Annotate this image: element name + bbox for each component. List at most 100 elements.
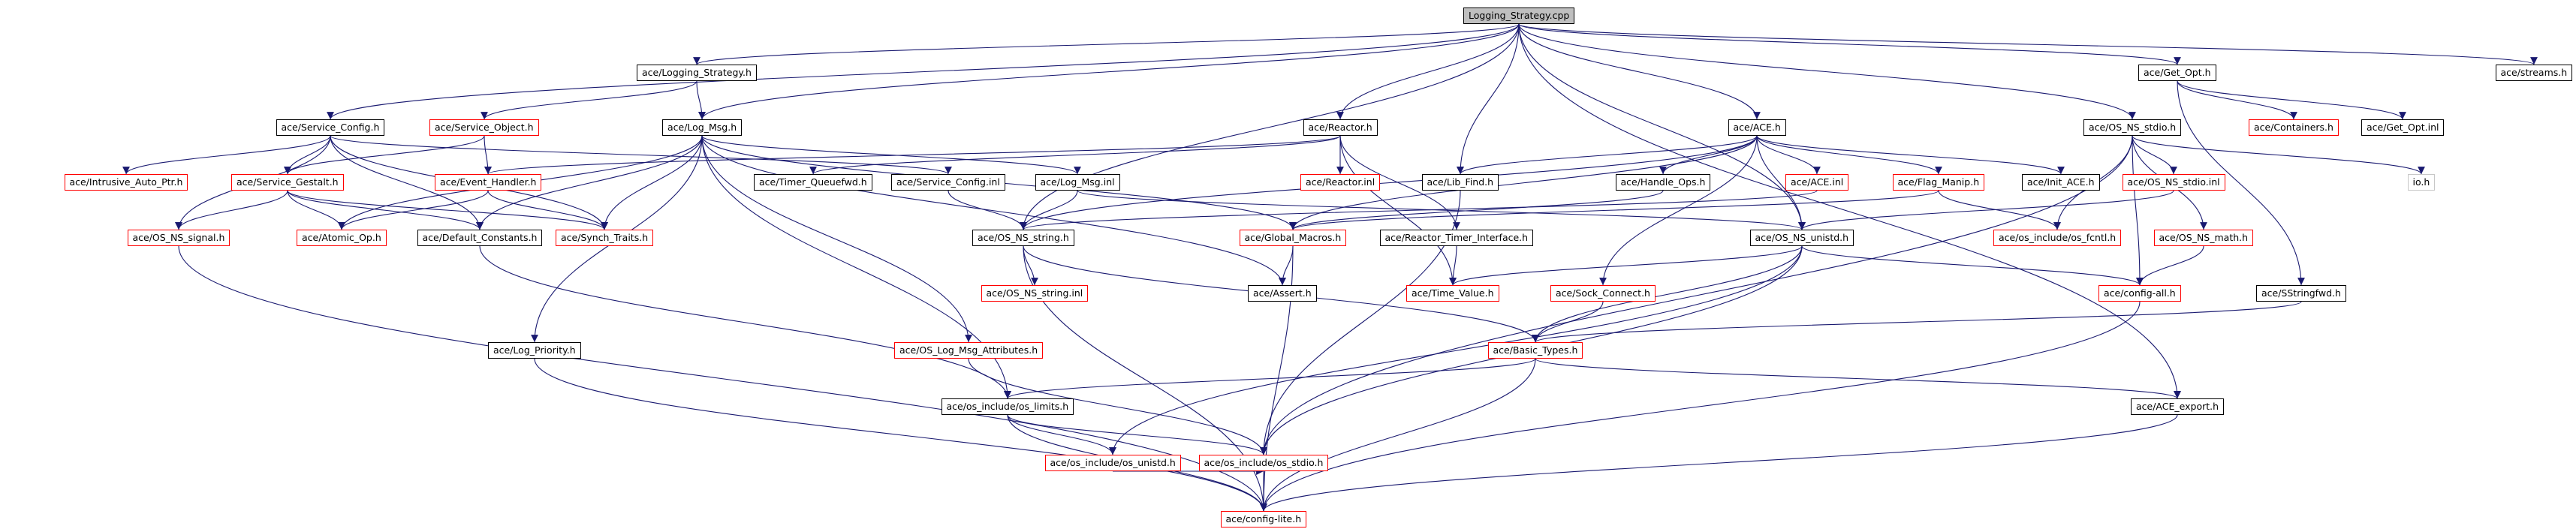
- node-ace-get-opt-h[interactable]: ace/Get_Opt.h: [2138, 65, 2216, 81]
- edge-SvcGest-to-OSNSsignal: [175, 190, 288, 230]
- edge-ACEexport-to-configlite: [1260, 414, 2178, 512]
- edge-OSNSstdio-to-configall: [2132, 135, 2144, 286]
- edge-ACEh-to-OSNSstring: [1020, 135, 1758, 230]
- edge-ACEh-to-OSNSunistd: [1756, 135, 1806, 230]
- node-ace-logging-strategy-h[interactable]: ace/Logging_Strategy.h: [637, 65, 757, 81]
- node-ace-service-gestalt-h[interactable]: ace/Service_Gestalt.h: [231, 174, 344, 191]
- edge-root-to-LibFind: [1457, 23, 1520, 175]
- node-ace-service-config-h[interactable]: ace/Service_Config.h: [276, 119, 385, 136]
- node-ace-get-opt-inl[interactable]: ace/Get_Opt.inl: [2361, 119, 2445, 136]
- edge-EvtHandler-to-AtomicOp: [338, 190, 489, 230]
- edge-LogMsg-to-LogMsgInl: [701, 135, 1081, 175]
- edge-BasicTypes-to-ACEexport: [1535, 358, 2181, 399]
- edge-oslimits-to-osunistd: [1007, 414, 1116, 455]
- edge-ACEh-to-SockConnect: [1599, 135, 1758, 286]
- edge-BasicTypes-to-oslimits: [1004, 358, 1536, 399]
- edge-ACEh-to-LibFind: [1457, 135, 1758, 175]
- node-ace-event-handler-h[interactable]: ace/Event_Handler.h: [435, 174, 542, 191]
- node-ace-os-include-os-unistd-h[interactable]: ace/os_include/os_unistd.h: [1044, 455, 1181, 471]
- node-logging-strategy-cpp[interactable]: Logging_Strategy.cpp: [1463, 8, 1575, 24]
- node-ace-os-ns-stdio-h[interactable]: ace/OS_NS_stdio.h: [2083, 119, 2182, 136]
- node-ace-os-ns-unistd-h[interactable]: ace/OS_NS_unistd.h: [1749, 230, 1854, 246]
- edge-LogStrat-to-SvcObj: [481, 80, 697, 120]
- node-ace-reactor-inl[interactable]: ace/Reactor.inl: [1300, 174, 1381, 191]
- node-ace-os-ns-stdio-inl[interactable]: ace/OS_NS_stdio.inl: [2122, 174, 2225, 191]
- node-ace-init-ace-h[interactable]: ace/Init_ACE.h: [2022, 174, 2100, 191]
- node-ace-flag-manip-h[interactable]: ace/Flag_Manip.h: [1892, 174, 1985, 191]
- node-ace-log-msg-h[interactable]: ace/Log_Msg.h: [662, 119, 743, 136]
- node-ace-intrusive-auto-ptr-h[interactable]: ace/Intrusive_Auto_Ptr.h: [64, 174, 188, 191]
- node-ace-reactor-timer-interface-h[interactable]: ace/Reactor_Timer_Interface.h: [1379, 230, 1534, 246]
- node-ace-os-include-os-fcntl-h[interactable]: ace/os_include/os_fcntl.h: [1993, 230, 2122, 246]
- edge-SvcObj-to-SvcGest: [284, 135, 485, 175]
- node-ace-global-macros-h[interactable]: ace/Global_Macros.h: [1239, 230, 1347, 246]
- edge-SvcConf-to-IntrAuto: [122, 135, 331, 175]
- node-ace-config-all-h[interactable]: ace/config-all.h: [2098, 285, 2181, 302]
- edge-LogPriority-to-configlite: [534, 358, 1267, 512]
- node-ace-ace-inl[interactable]: ace/ACE.inl: [1785, 174, 1849, 191]
- node-ace-time-value-h[interactable]: ace/Time_Value.h: [1406, 285, 1499, 302]
- node-ace-log-priority-h[interactable]: ace/Log_Priority.h: [488, 342, 581, 359]
- node-ace-ace-h[interactable]: ace/ACE.h: [1728, 119, 1786, 136]
- edge-LogMsg-to-SynchTraits: [601, 135, 703, 230]
- edge-OSNSsignal-to-configlite: [178, 245, 1267, 512]
- edge-FlagManip-to-GlobalMacros: [1289, 190, 1939, 230]
- edge-LogStrat-to-LogMsg: [696, 80, 706, 120]
- node-ace-lib-find-h[interactable]: ace/Lib_Find.h: [1421, 174, 1499, 191]
- node-ace-default-constants-h[interactable]: ace/Default_Constants.h: [417, 230, 543, 246]
- edge-OSNSunistd-to-BasicTypes: [1532, 245, 1803, 343]
- node-io-h: io.h: [2407, 174, 2436, 191]
- node-ace-log-msg-inl[interactable]: ace/Log_Msg.inl: [1035, 174, 1120, 191]
- edge-root-to-ACEh: [1518, 23, 1761, 120]
- edge-Reactor-to-TimerQ: [809, 135, 1341, 175]
- edge-root-to-Reactor: [1336, 23, 1520, 120]
- edge-OSNSstdio-to-OSNSstdioInl: [2132, 135, 2177, 175]
- edge-LogMsgInl-to-OSNSunistd: [1077, 190, 1806, 230]
- node-ace-atomic-op-h[interactable]: ace/Atomic_Op.h: [297, 230, 387, 246]
- edge-GetOpt-to-Containers: [2177, 80, 2297, 120]
- node-ace-service-object-h[interactable]: ace/Service_Object.h: [429, 119, 539, 136]
- edge-FlagManip-to-osfcntl: [1938, 190, 2061, 230]
- node-ace-timer-queuefwd-h[interactable]: ace/Timer_Queuefwd.h: [754, 174, 872, 191]
- node-ace-synch-traits-h[interactable]: ace/Synch_Traits.h: [556, 230, 654, 246]
- edge-BasicTypes-to-configlite: [1260, 358, 1536, 512]
- node-ace-reactor-h[interactable]: ace/Reactor.h: [1303, 119, 1378, 136]
- edge-ACEh-to-HandleOps: [1659, 135, 1758, 175]
- edge-OSNSunistd-to-osunistd: [1109, 245, 1803, 455]
- edge-root-to-LogStrat: [693, 23, 1520, 65]
- edge-DefConst-to-oslimits: [479, 245, 1011, 399]
- node-ace-os-ns-string-inl[interactable]: ace/OS_NS_string.inl: [981, 285, 1089, 302]
- edge-root-to-OSNSstdio: [1518, 23, 2136, 120]
- edge-root-to-ACEexport: [1518, 23, 2181, 399]
- node-ace-streams-h[interactable]: ace/streams.h: [2495, 65, 2573, 81]
- edge-OSNSstdio-to-ioh: [2132, 135, 2425, 175]
- node-ace-os-ns-signal-h[interactable]: ace/OS_NS_signal.h: [127, 230, 230, 246]
- node-ace-os-ns-string-h[interactable]: ace/OS_NS_string.h: [972, 230, 1074, 246]
- edge-ACEh-to-InitACE: [1756, 135, 2065, 175]
- edge-EvtHandler-to-SynchTraits: [487, 190, 608, 230]
- node-ace-sock-connect-h[interactable]: ace/Sock_Connect.h: [1550, 285, 1656, 302]
- node-ace-os-log-msg-attributes-h[interactable]: ace/OS_Log_Msg_Attributes.h: [894, 342, 1044, 359]
- node-ace-handle-ops-h[interactable]: ace/Handle_Ops.h: [1615, 174, 1711, 191]
- edge-SStringfwd-to-BasicTypes: [1532, 301, 2302, 343]
- edge-GlobalMacros-to-Assert: [1279, 245, 1294, 286]
- node-ace-containers-h[interactable]: ace/Containers.h: [2249, 119, 2339, 136]
- edge-OSNSunistd-to-configall: [1801, 245, 2144, 286]
- edge-LogMsg-to-DefConst: [476, 135, 703, 230]
- edge-SvcObj-to-EvtHandler: [484, 135, 492, 175]
- edge-configall-to-configlite: [1260, 301, 2141, 512]
- node-ace-sstringfwd-h[interactable]: ace/SStringfwd.h: [2256, 285, 2346, 302]
- edge-OSNSmath-to-configall: [2136, 245, 2204, 286]
- node-ace-basic-types-h[interactable]: ace/Basic_Types.h: [1487, 342, 1583, 359]
- node-ace-config-lite-h[interactable]: ace/config-lite.h: [1220, 511, 1307, 527]
- edge-SvcConfInl-to-OSNSstring: [948, 190, 1027, 230]
- node-ace-os-ns-math-h[interactable]: ace/OS_NS_math.h: [2153, 230, 2254, 246]
- node-ace-assert-h[interactable]: ace/Assert.h: [1248, 285, 1317, 302]
- node-ace-os-include-os-stdio-h[interactable]: ace/os_include/os_stdio.h: [1198, 455, 1329, 471]
- node-ace-ace-export-h[interactable]: ace/ACE_export.h: [2131, 398, 2225, 415]
- node-ace-os-include-os-limits-h[interactable]: ace/os_include/os_limits.h: [941, 398, 1074, 415]
- edge-HandleOps-to-GlobalMacros: [1289, 190, 1664, 230]
- node-ace-service-config-inl[interactable]: ace/Service_Config.inl: [891, 174, 1005, 191]
